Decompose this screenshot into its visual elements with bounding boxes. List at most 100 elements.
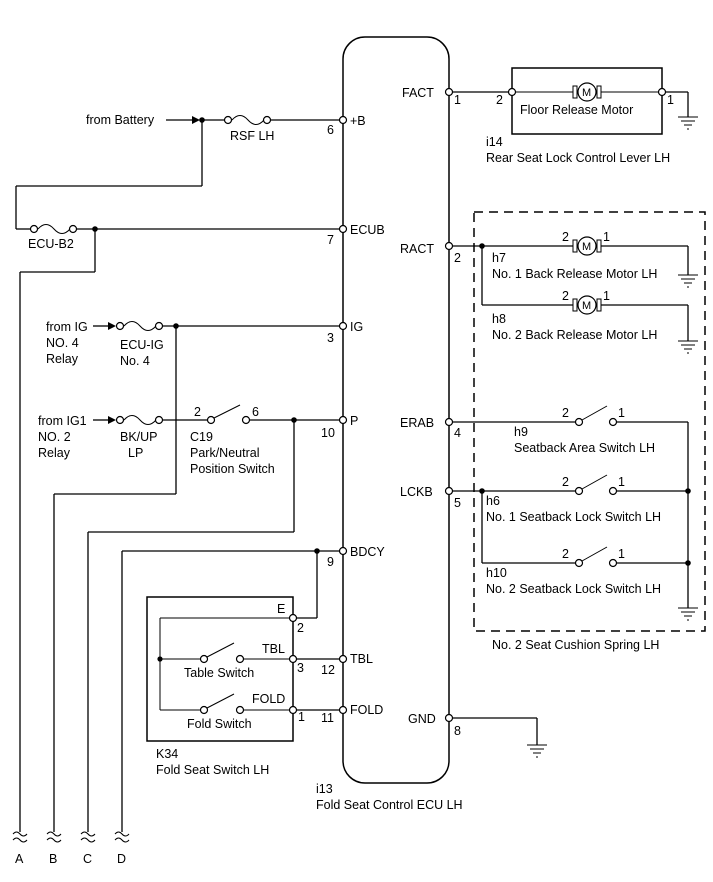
switch-pin: 2 bbox=[562, 547, 569, 561]
fold-switch-name: Fold Seat Switch LH bbox=[156, 763, 269, 777]
h10-name: No. 2 Seatback Lock Switch LH bbox=[486, 582, 661, 596]
spring-assy-box bbox=[473, 211, 706, 632]
fold-switch-box bbox=[146, 596, 294, 742]
motor-pin: 2 bbox=[562, 230, 569, 244]
switch-pin: 6 bbox=[252, 405, 259, 419]
ecu-pin-number: 7 bbox=[327, 233, 334, 247]
ecu-pin bbox=[444, 87, 454, 97]
ecu-pin bbox=[444, 417, 454, 427]
svg-text:M: M bbox=[582, 87, 591, 99]
floor-motor-box bbox=[511, 67, 663, 135]
ig-source-label: Relay bbox=[46, 352, 79, 366]
continuation-label: A bbox=[15, 852, 24, 866]
fuse-label-bkup: BK/UP bbox=[120, 430, 158, 444]
fold-switch-pin: 2 bbox=[297, 621, 304, 635]
ecu-terminal-label: +B bbox=[350, 114, 366, 128]
ecu-terminal-label: IG bbox=[350, 320, 363, 334]
break-icon bbox=[46, 831, 62, 843]
h8-name: No. 2 Back Release Motor LH bbox=[492, 328, 657, 342]
switch-pin: 2 bbox=[562, 475, 569, 489]
ecu-pin bbox=[338, 321, 348, 331]
fuse-label-rsf: RSF LH bbox=[230, 129, 274, 143]
floor-motor-code: i14 bbox=[486, 135, 503, 149]
ground-icon bbox=[678, 607, 698, 621]
fuse-icon bbox=[115, 321, 164, 331]
fuse-icon bbox=[29, 224, 78, 234]
switch-icon bbox=[574, 405, 618, 427]
ecu-pin-number: 2 bbox=[454, 251, 461, 265]
switch-icon bbox=[199, 693, 245, 715]
ecu-terminal-label: FOLD bbox=[350, 703, 383, 717]
h7-code: h7 bbox=[492, 251, 506, 265]
ecu-pin-number: 4 bbox=[454, 426, 461, 440]
fold-switch-terminal: FOLD bbox=[252, 692, 285, 706]
ground-icon bbox=[678, 340, 698, 354]
pnp-switch-name: Park/Neutral bbox=[190, 446, 259, 460]
h9-code: h9 bbox=[514, 425, 528, 439]
continuation-label: D bbox=[117, 852, 126, 866]
ecu-pin-number: 6 bbox=[327, 123, 334, 137]
pnp-switch-code: C19 bbox=[190, 430, 213, 444]
ecu-terminal-label: BDCY bbox=[350, 545, 385, 559]
ecu-pin bbox=[338, 654, 348, 664]
fuse-label-ecub2: ECU-B2 bbox=[28, 237, 74, 251]
ig-source-label: from IG bbox=[46, 320, 88, 334]
ecu-terminal-label: FACT bbox=[402, 86, 434, 100]
ecu-pin bbox=[338, 546, 348, 556]
fuse-icon bbox=[223, 115, 272, 125]
ecu-pin-number: 12 bbox=[321, 663, 335, 677]
ecu-pin-number: 3 bbox=[327, 331, 334, 345]
continuation-label: C bbox=[83, 852, 92, 866]
h6-code: h6 bbox=[486, 494, 500, 508]
svg-text:M: M bbox=[582, 241, 591, 253]
switch-icon bbox=[199, 642, 245, 664]
ecu-terminal-label: P bbox=[350, 414, 358, 428]
ecu-terminal-label: GND bbox=[408, 712, 436, 726]
fold-switch-terminal: TBL bbox=[262, 642, 285, 656]
switch-pin: 1 bbox=[618, 406, 625, 420]
switch-pin: 2 bbox=[194, 405, 201, 419]
ecu-body bbox=[342, 36, 450, 784]
h8-code: h8 bbox=[492, 312, 506, 326]
ig1-source-label: Relay bbox=[38, 446, 71, 460]
h7-name: No. 1 Back Release Motor LH bbox=[492, 267, 657, 281]
fuse-label-ecuig: ECU-IG bbox=[120, 338, 164, 352]
switch-pin: 1 bbox=[618, 475, 625, 489]
fuse-label-bkup: LP bbox=[128, 446, 143, 460]
arrow-right-icon bbox=[108, 322, 116, 330]
ecu-terminal-label: ECUB bbox=[350, 223, 385, 237]
ecu-pin bbox=[444, 713, 454, 723]
switch-pin: 1 bbox=[618, 547, 625, 561]
ecu-pin bbox=[444, 486, 454, 496]
ecu-pin bbox=[338, 224, 348, 234]
svg-text:M: M bbox=[582, 300, 591, 312]
fold-switch-pin: 1 bbox=[298, 710, 305, 724]
fold-switch-terminal: E bbox=[277, 602, 285, 616]
ecu-pin bbox=[338, 415, 348, 425]
fold-switch-code: K34 bbox=[156, 747, 178, 761]
switch-icon bbox=[574, 546, 618, 568]
ecu-terminal-label: RACT bbox=[400, 242, 434, 256]
ecu-pin-number: 1 bbox=[454, 93, 461, 107]
ecu-pin-number: 8 bbox=[454, 724, 461, 738]
motor-icon: M bbox=[572, 236, 602, 256]
ecu-pin-number: 5 bbox=[454, 496, 461, 510]
fold-switch-label: Fold Switch bbox=[187, 717, 252, 731]
ground-icon bbox=[678, 274, 698, 288]
ecu-terminal-label: ERAB bbox=[400, 416, 434, 430]
motor-icon: M bbox=[572, 295, 602, 315]
continuation-label: B bbox=[49, 852, 57, 866]
switch-pin: 2 bbox=[562, 406, 569, 420]
h9-name: Seatback Area Switch LH bbox=[514, 441, 655, 455]
battery-source-label: from Battery bbox=[86, 113, 155, 127]
break-icon bbox=[114, 831, 130, 843]
ecu-terminal-label: LCKB bbox=[400, 485, 433, 499]
floor-motor-name: Rear Seat Lock Control Lever LH bbox=[486, 151, 670, 165]
motor-pin: 1 bbox=[667, 93, 674, 107]
h6-name: No. 1 Seatback Lock Switch LH bbox=[486, 510, 661, 524]
fuse-icon bbox=[115, 415, 164, 425]
fold-switch-pin: 3 bbox=[297, 661, 304, 675]
fuse-label-ecuig: No. 4 bbox=[120, 354, 150, 368]
ig-source-label: NO. 4 bbox=[46, 336, 79, 350]
